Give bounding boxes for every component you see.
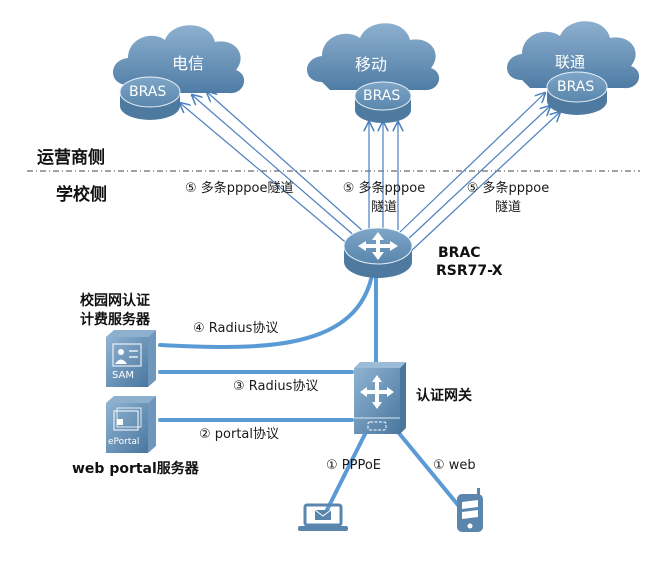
- portal-side-face: [148, 396, 156, 453]
- sam-server[interactable]: [106, 330, 156, 387]
- tunnel-unicom-label-line2: 隧道: [494, 200, 521, 215]
- zone-school-label: 学校侧: [56, 185, 107, 205]
- sam-badge: SAM: [112, 370, 135, 381]
- tunnels-telecom: [180, 92, 365, 247]
- cloud-mobile: [307, 23, 440, 123]
- core-router-model: RSR77-X: [436, 263, 503, 279]
- link-label-web: ① web: [433, 458, 476, 473]
- link-label-pppoe: ① PPPoE: [326, 458, 382, 473]
- link-label-radius-core: ④ Radius协议: [193, 321, 279, 336]
- tunnel-line: [192, 95, 358, 239]
- cloud-shape: [113, 25, 245, 94]
- phone-screen-line: [462, 500, 478, 509]
- tunnel-line: [207, 92, 365, 233]
- portal-badge: ePortal: [108, 437, 140, 447]
- core-router[interactable]: [343, 227, 413, 278]
- bras-unicom-label: BRAS: [557, 79, 595, 95]
- auth-gateway[interactable]: [354, 362, 406, 434]
- links: [158, 268, 460, 514]
- tunnel-unicom-label: ⑤ 多条pppoe 隧道: [458, 177, 558, 215]
- laptop-base: [298, 526, 348, 531]
- portal-server[interactable]: [106, 396, 156, 453]
- link-gateway-laptop: [324, 430, 368, 514]
- bras-disk-top: [119, 76, 181, 108]
- cloud-telecom-label: 电信: [172, 54, 205, 73]
- cloud-telecom: [113, 25, 245, 120]
- tunnel-mobile-label-line2: 隧道: [370, 200, 397, 215]
- core-router-name: BRAC: [438, 245, 481, 261]
- gateway-arrows-icon: [360, 375, 394, 409]
- mail-flap: [314, 509, 332, 517]
- tunnel-mobile-label-line1: ⑤ 多条pppoe: [342, 181, 426, 196]
- portal-window-block: [117, 419, 123, 425]
- bras-disk-top: [546, 71, 608, 103]
- gateway-top-face: [354, 362, 406, 368]
- portal-window-icon: [113, 410, 139, 431]
- tunnel-line: [404, 106, 550, 243]
- core-router-label: BRAC RSR77-X: [436, 244, 503, 280]
- link-label-portal: ② portal协议: [199, 427, 280, 442]
- tunnels-unicom: [399, 93, 560, 253]
- tunnel-line: [399, 93, 545, 233]
- mail-icon: [315, 510, 331, 520]
- cloud-shape: [507, 21, 640, 89]
- cloud-shape: [307, 23, 440, 91]
- sam-title-line1: 校园网认证: [80, 293, 150, 309]
- bras-mobile-label: BRAS: [363, 88, 401, 104]
- cloud-unicom: [507, 21, 640, 115]
- phone-icon[interactable]: [457, 488, 483, 532]
- portal-top-face: [106, 396, 156, 403]
- cloud-unicom-label: 联通: [555, 53, 586, 71]
- user-body: [115, 359, 127, 364]
- user-head: [118, 349, 124, 355]
- sam-top-face: [106, 330, 156, 337]
- phone-button: [467, 523, 473, 529]
- sam-user-icon: [112, 343, 142, 367]
- link-sam-core: [158, 268, 375, 349]
- cloud-mobile-label: 移动: [355, 55, 388, 74]
- portal-window-back: [116, 407, 142, 428]
- sam-side-face: [148, 330, 156, 387]
- bras-telecom-label: BRAS: [129, 84, 167, 100]
- gateway-side-face: [400, 362, 406, 434]
- bras-disk-top: [354, 81, 412, 111]
- phone-screen-line: [462, 510, 478, 519]
- laptop-icon[interactable]: [298, 503, 348, 531]
- gateway-label: 认证网关: [416, 388, 472, 404]
- zone-operator-label: 运营商侧: [37, 148, 105, 168]
- tunnel-telecom-label: ⑤ 多条pppoe隧道: [185, 181, 294, 196]
- portal-server-title: web portal服务器: [72, 461, 199, 477]
- sam-server-title: 校园网认证 计费服务器: [80, 292, 150, 330]
- sam-title-line2: 计费服务器: [80, 312, 150, 328]
- laptop-screen: [303, 503, 343, 527]
- tunnel-line: [409, 112, 560, 253]
- router-arrows-icon: [358, 232, 398, 260]
- phone-antenna: [477, 488, 480, 496]
- gateway-port-icon: [367, 421, 387, 431]
- tunnel-line: [180, 103, 351, 247]
- tunnel-unicom-label-line1: ⑤ 多条pppoe: [466, 181, 550, 196]
- link-gateway-phone: [396, 430, 460, 507]
- link-label-radius-gateway: ③ Radius协议: [233, 379, 319, 394]
- tunnels-mobile: [369, 122, 398, 230]
- tunnel-mobile-label: ⑤ 多条pppoe 隧道: [334, 177, 434, 215]
